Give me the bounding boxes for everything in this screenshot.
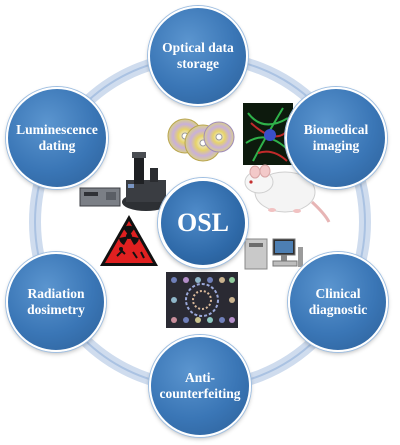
node-clinical-diagnostic: Clinical diagnostic [288, 252, 388, 352]
node-radiation-dosimetry: Radiation dosimetry [6, 252, 106, 352]
osl-center-node: OSL [158, 178, 248, 268]
node-label-luminescence-dating: Luminescence dating [16, 122, 98, 153]
node-luminescence-dating: Luminescence dating [6, 87, 108, 189]
osl-reader-instrument-image [79, 152, 170, 211]
node-label-anti-counterfeiting: Anti- counterfeiting [159, 370, 241, 401]
node-label-optical-data-storage: Optical data storage [162, 40, 234, 71]
node-label-clinical-diagnostic: Clinical diagnostic [308, 286, 368, 317]
cell-micrograph-image [243, 103, 293, 165]
white-mouse-image [244, 164, 331, 223]
node-label-radiation-dosimetry: Radiation dosimetry [27, 286, 85, 317]
node-optical-data-storage: Optical data storage [148, 6, 248, 106]
hologram-image [166, 272, 238, 328]
cd-discs-image [167, 118, 235, 162]
medical-scanner-image [244, 238, 303, 270]
node-label-biomedical-imaging: Biomedical imaging [303, 122, 369, 153]
radiation-warning-sign [100, 215, 158, 266]
node-anti-counterfeiting: Anti- counterfeiting [149, 335, 251, 437]
node-biomedical-imaging: Biomedical imaging [285, 87, 387, 189]
osl-center-label: OSL [176, 208, 230, 237]
